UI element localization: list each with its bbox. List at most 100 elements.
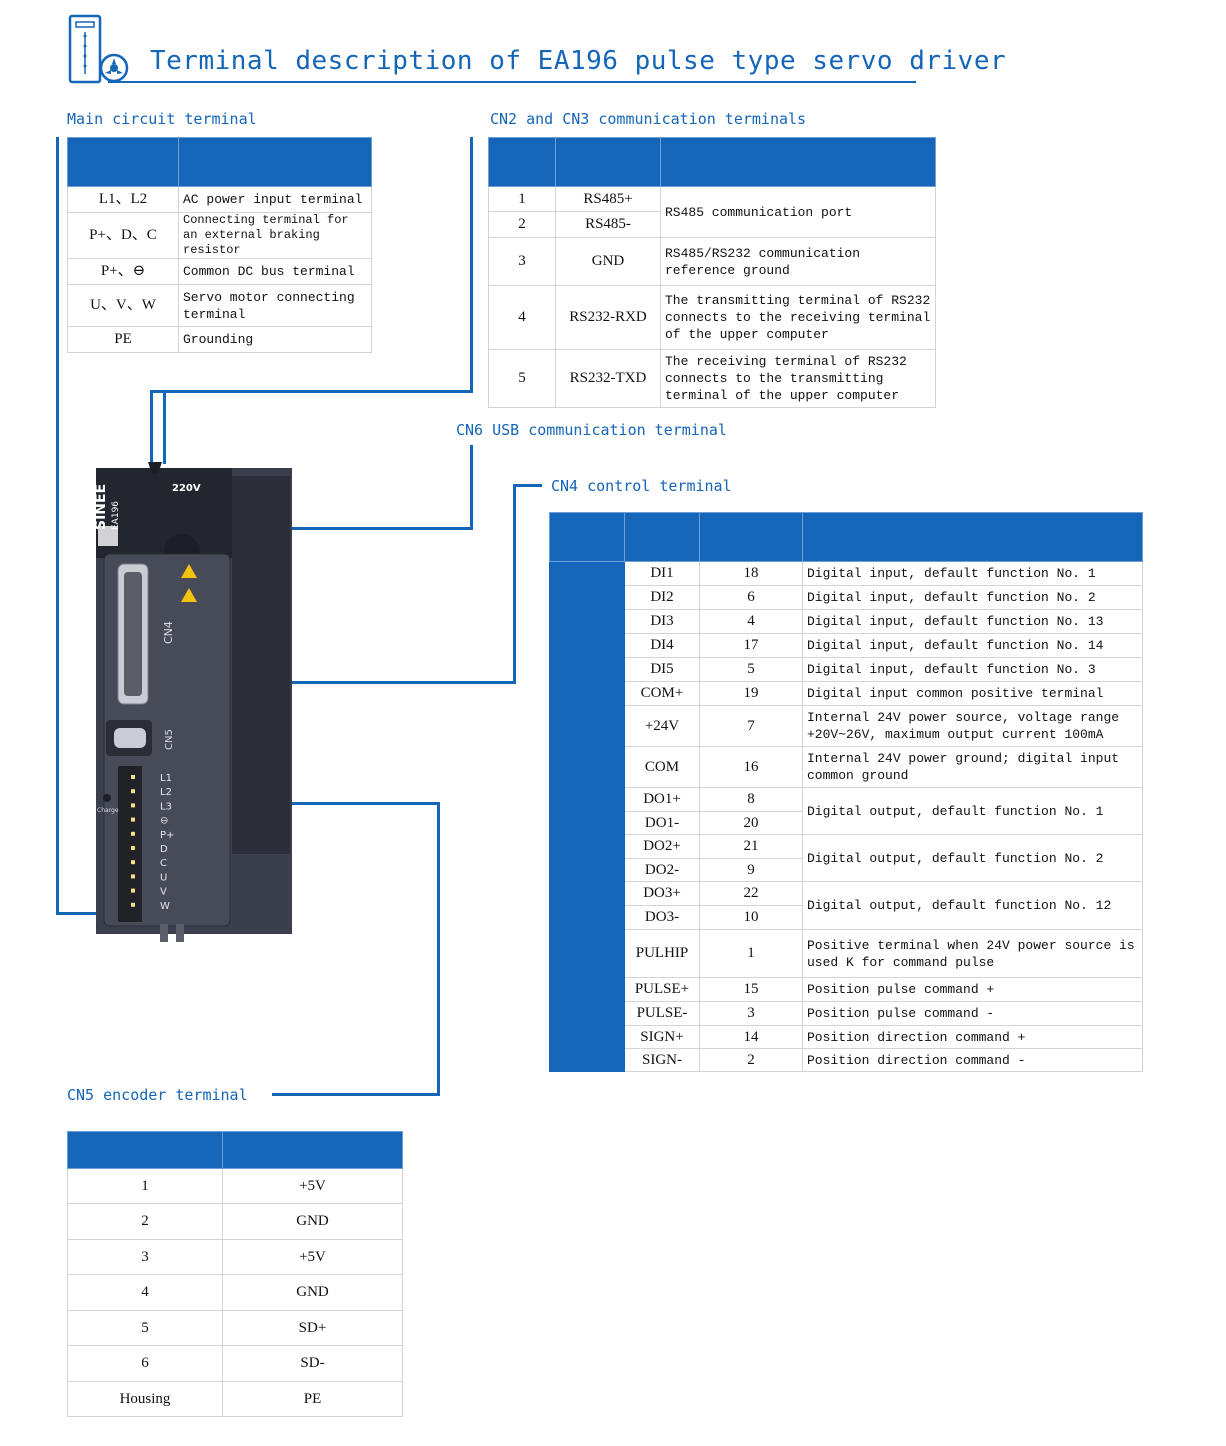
cn5-device-label: CN5 — [164, 729, 175, 750]
table-cell: The receiving terminal of RS232 connects… — [660, 349, 936, 408]
table-cell: PE — [67, 326, 179, 353]
table-cell: Digital input, default function No. 2 — [802, 585, 1143, 610]
table-cell: Servo motor connecting terminal — [178, 284, 372, 327]
connector-line — [163, 390, 166, 464]
table-cell: 6 — [67, 1345, 223, 1382]
table-cell: Digital input, default function No. 14 — [802, 633, 1143, 658]
terminal-label: D — [160, 844, 168, 855]
table-cell: +5V — [222, 1239, 403, 1275]
table-cell: Position pulse command - — [802, 1001, 1143, 1026]
terminal-label: L3 — [160, 801, 172, 812]
group-cell — [549, 787, 625, 930]
cn2-cn3-label: CN2 and CN3 communication terminals — [490, 110, 807, 128]
group-cell — [549, 705, 625, 788]
table-cell: 5 — [488, 349, 556, 408]
table-cell: COM — [624, 746, 700, 788]
connector-line — [56, 912, 96, 915]
connector-line — [272, 1093, 440, 1096]
table-cell: Digital output, default function No. 1 — [802, 787, 1143, 835]
connector-line — [56, 137, 59, 915]
table-cell: Digital output, default function No. 2 — [802, 834, 1143, 882]
connector-line — [150, 390, 153, 464]
main-circuit-label: Main circuit terminal — [67, 110, 257, 128]
table-cell: Housing — [67, 1381, 223, 1417]
table-cell: 5 — [699, 657, 803, 682]
table-cell: Connecting terminal for an external brak… — [178, 212, 372, 259]
table-cell: +24V — [624, 705, 700, 747]
table-cell: RS485+ — [555, 186, 661, 212]
terminal-pin — [131, 860, 135, 865]
table-cell: DO3+ — [624, 881, 700, 906]
brand-text: SINEE — [93, 484, 109, 530]
terminal-pin — [131, 789, 135, 794]
table-cell: SD- — [222, 1345, 403, 1382]
table-cell: RS232-TXD — [555, 349, 661, 408]
table-cell: SIGN+ — [624, 1025, 700, 1049]
table-cell: 1 — [67, 1168, 223, 1204]
table-cell: Digital input common positive terminal — [802, 681, 1143, 706]
connector-line — [513, 484, 516, 684]
terminal-pin — [131, 831, 135, 836]
table-cell: Digital input, default function No. 1 — [802, 561, 1143, 586]
group-cell — [549, 561, 625, 706]
model-text: EA196 — [111, 501, 121, 530]
table-cell: 2 — [67, 1203, 223, 1240]
table-cell: DI5 — [624, 657, 700, 682]
terminal-label: P+ — [160, 830, 174, 841]
title-underline — [108, 81, 916, 83]
connector-line — [470, 137, 473, 393]
table-cell: DO1- — [624, 811, 700, 835]
table-cell: DI4 — [624, 633, 700, 658]
table-cell: 5 — [67, 1310, 223, 1346]
charge-label: Charge — [97, 807, 119, 814]
terminal-pin — [131, 817, 135, 822]
table-cell: DO3- — [624, 905, 700, 930]
table-cell: Internal 24V power source, voltage range… — [802, 705, 1143, 747]
terminal-label: V — [160, 887, 167, 898]
table-cell: 9 — [699, 858, 803, 882]
table-cell: 6 — [699, 585, 803, 610]
table-cell: P+、D、C — [67, 212, 179, 259]
table-cell: Position direction command + — [802, 1025, 1143, 1049]
terminal-label: ⊖ — [160, 816, 168, 827]
table-cell: 4 — [67, 1274, 223, 1311]
table-cell: PULSE- — [624, 1001, 700, 1026]
table-cell: 1 — [488, 186, 556, 212]
table-cell: Digital input, default function No. 13 — [802, 609, 1143, 634]
table-cell: GND — [222, 1203, 403, 1240]
table-cell: DO2- — [624, 858, 700, 882]
connector-line — [288, 527, 473, 530]
page-title: Terminal description of EA196 pulse type… — [150, 46, 1007, 76]
terminal-label: W — [160, 901, 170, 912]
table-cell: 15 — [699, 977, 803, 1002]
table-cell: U、V、W — [67, 284, 179, 327]
table-cell: DO2+ — [624, 834, 700, 859]
table-cell: DI2 — [624, 585, 700, 610]
table-cell: 7 — [699, 705, 803, 747]
table-cell: PE — [222, 1381, 403, 1417]
cn5-label: CN5 encoder terminal — [67, 1086, 248, 1104]
table-cell: Position direction command - — [802, 1048, 1143, 1072]
table-cell: AC power input terminal — [178, 186, 372, 213]
table-cell: PULSE+ — [624, 977, 700, 1002]
terminal-pin — [131, 775, 135, 779]
table-cell: 3 — [67, 1239, 223, 1275]
voltage-text: 220V — [172, 483, 201, 494]
cn4-device-label: CN4 — [162, 621, 175, 644]
terminal-pin — [131, 846, 135, 850]
table-cell: Internal 24V power ground; digital input… — [802, 746, 1143, 788]
table-cell: SIGN- — [624, 1048, 700, 1072]
driver-logo-icon — [68, 14, 130, 86]
terminal-pin — [131, 803, 135, 808]
table-cell: GND — [222, 1274, 403, 1311]
table-cell: 18 — [699, 561, 803, 586]
table-cell: 10 — [699, 905, 803, 930]
terminal-label: U — [160, 872, 167, 883]
table-cell: DI1 — [624, 561, 700, 586]
table-cell: 19 — [699, 681, 803, 706]
table-cell: GND — [555, 237, 661, 286]
table-cell: 21 — [699, 834, 803, 859]
